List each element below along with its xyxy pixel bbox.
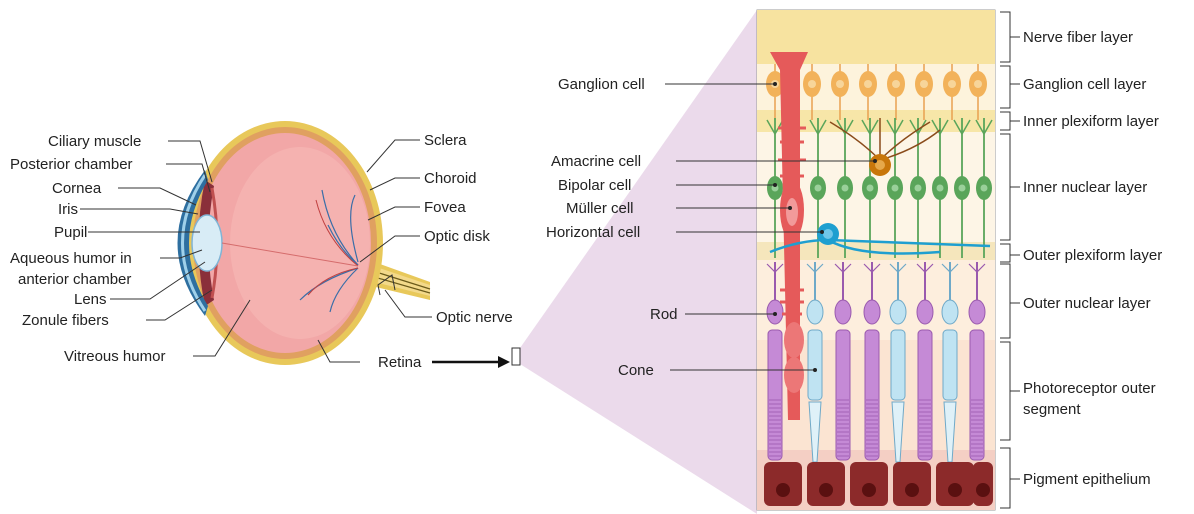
label-horizontal-cell: Horizontal cell — [546, 224, 640, 241]
label-optic-nerve: Optic nerve — [436, 309, 513, 326]
label-bipolar-cell: Bipolar cell — [558, 177, 631, 194]
label-photoreceptor-outer-segment-1: Photoreceptor outer — [1023, 380, 1156, 397]
pigment-cell — [850, 462, 888, 506]
label-rod: Rod — [650, 306, 678, 323]
label-cornea: Cornea — [52, 180, 102, 197]
label-iris: Iris — [58, 201, 78, 218]
label-inner-plexiform-layer: Inner plexiform layer — [1023, 113, 1159, 130]
label-ganglion-cell-layer: Ganglion cell layer — [1023, 76, 1146, 93]
retina-sample-box — [512, 348, 520, 365]
pigment-cells — [764, 462, 993, 506]
label-cone: Cone — [618, 362, 654, 379]
lens-shape — [192, 215, 222, 271]
label-optic-disk: Optic disk — [424, 228, 490, 245]
label-outer-plexiform-layer: Outer plexiform layer — [1023, 247, 1162, 264]
pigment-cell — [764, 462, 802, 506]
label-lens: Lens — [74, 291, 107, 308]
label-sclera: Sclera — [424, 132, 467, 149]
retina-arrow-head — [498, 356, 510, 368]
eye-illustration — [178, 121, 431, 365]
label-choroid: Choroid — [424, 170, 477, 187]
layer-brackets — [1000, 12, 1020, 508]
pigment-cell — [807, 462, 845, 506]
label-posterior-chamber: Posterior chamber — [10, 156, 133, 173]
pigment-cell — [973, 462, 993, 506]
label-ganglion-cell: Ganglion cell — [558, 76, 645, 93]
label-muller-cell: Müller cell — [566, 200, 634, 217]
label-outer-nuclear-layer: Outer nuclear layer — [1023, 295, 1151, 312]
label-nerve-fiber-layer: Nerve fiber layer — [1023, 29, 1133, 46]
label-photoreceptor-outer-segment-2: segment — [1023, 401, 1081, 418]
pigment-cell — [936, 462, 974, 506]
label-pupil: Pupil — [54, 224, 87, 241]
label-inner-nuclear-layer: Inner nuclear layer — [1023, 179, 1147, 196]
label-fovea: Fovea — [424, 199, 466, 216]
label-zonule-fibers: Zonule fibers — [22, 312, 109, 329]
label-retina: Retina — [378, 354, 422, 371]
label-aqueous-humor-2: anterior chamber — [18, 271, 131, 288]
label-aqueous-humor-1: Aqueous humor in — [10, 250, 132, 267]
label-vitreous-humor: Vitreous humor — [64, 348, 165, 365]
label-amacrine-cell: Amacrine cell — [551, 153, 641, 170]
label-pigment-epithelium: Pigment epithelium — [1023, 471, 1151, 488]
pigment-cell — [893, 462, 931, 506]
label-ciliary-muscle: Ciliary muscle — [48, 133, 141, 150]
